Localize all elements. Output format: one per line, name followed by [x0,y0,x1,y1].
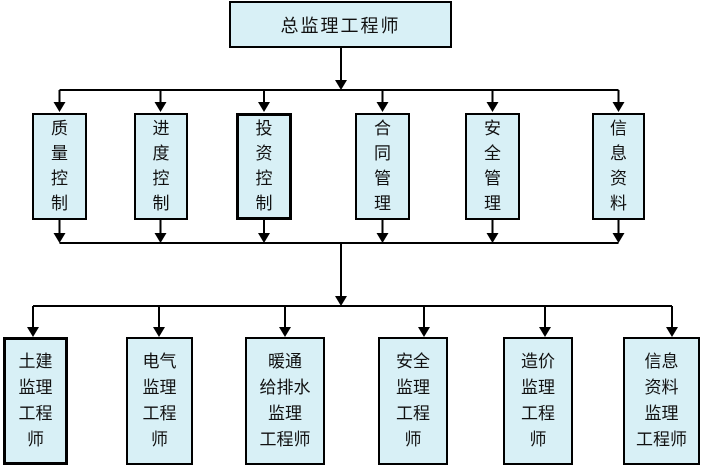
node-information-data-supervision-engineer: 信息 资料 监理 工程师 [623,337,700,465]
node-label: 信 息 资 料 [610,118,627,214]
node-information-data: 信 息 资 料 [592,113,645,220]
node-cost-supervision-engineer: 造价 监理 工程 师 [503,337,573,465]
node-hvac-plumbing-supervision-engineer: 暖通 给排水 监理 工程师 [245,337,325,465]
node-label: 投 资 控 制 [255,118,273,214]
node-label: 合 同 管 理 [374,118,391,214]
node-investment-control: 投 资 控 制 [236,113,292,220]
node-label: 造价 监理 工程 师 [521,352,555,450]
node-label: 暖通 给排水 监理 工程师 [259,352,311,450]
node-safety-supervision-engineer: 安全 监理 工程 师 [378,337,448,465]
node-chief-supervision-engineer: 总监理工程师 [229,1,452,48]
node-quality-control: 质 量 控 制 [32,113,87,220]
node-schedule-control: 进 度 控 制 [134,113,188,220]
node-label: 电气 监理 工程 师 [142,352,177,450]
node-label: 土建 监理 工程 师 [18,352,53,450]
node-contract-management: 合 同 管 理 [355,113,410,220]
node-safety-management: 安 全 管 理 [465,113,520,220]
node-label: 安 全 管 理 [484,118,501,214]
node-label: 质 量 控 制 [51,118,68,214]
node-label: 安全 监理 工程 师 [396,352,430,450]
node-label: 进 度 控 制 [152,118,170,214]
node-label: 信息 资料 监理 工程师 [636,352,687,450]
node-label: 总监理工程师 [280,15,401,37]
arrowheads [27,80,678,337]
node-civil-supervision-engineer: 土建 监理 工程 师 [3,337,68,465]
node-electrical-supervision-engineer: 电气 监理 工程 师 [126,337,193,465]
